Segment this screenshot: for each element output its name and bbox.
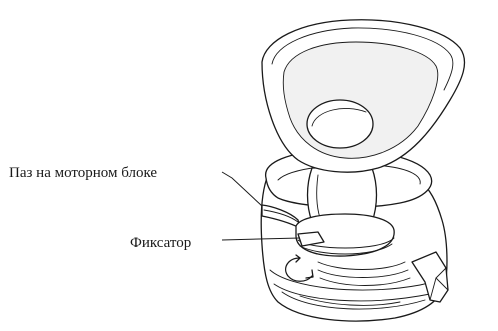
jar-funnel [262, 20, 465, 172]
motor-slot-leader [222, 172, 262, 206]
motor-slot-label: Паз на моторном блоке [9, 165, 157, 181]
latch-label: Фиксатор [130, 235, 191, 251]
